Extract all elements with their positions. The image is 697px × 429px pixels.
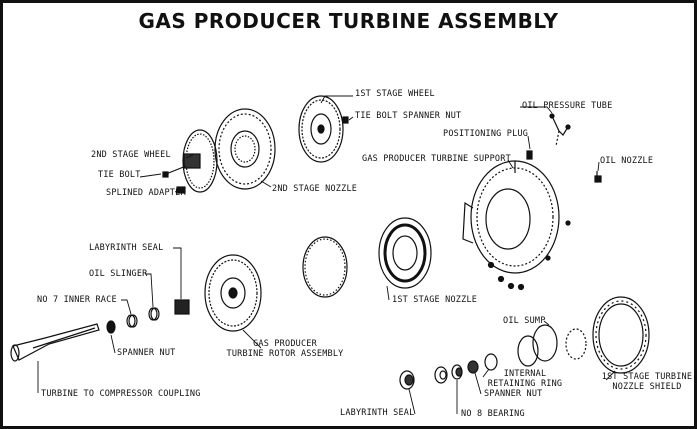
label-nozzle-shield: 1ST STAGE TURBINE NOZZLE SHIELD xyxy=(601,372,693,392)
spanner-nut-left-part xyxy=(106,320,116,334)
splined-adapter-part xyxy=(176,186,186,194)
label-first-stage-wheel: 1ST STAGE WHEEL xyxy=(355,89,435,99)
oil-sump-part xyxy=(517,324,587,367)
label-oil-nozzle: OIL NOZZLE xyxy=(600,156,654,166)
label-oil-pressure-tube: OIL PRESSURE TUBE xyxy=(522,101,613,111)
label-second-stage-wheel: 2ND STAGE WHEEL xyxy=(91,150,171,160)
label-positioning-plug: POSITIONING PLUG xyxy=(443,129,529,139)
second-stage-nozzle-part xyxy=(214,108,276,190)
label-turbine-rotor-line1: GAS PRODUCER xyxy=(253,339,317,349)
label-spanner-nut-right: SPANNER NUT xyxy=(484,389,543,399)
label-turbine-support: GAS PRODUCER TURBINE SUPPORT xyxy=(362,154,511,164)
spanner-nut-right-part xyxy=(467,360,479,374)
first-stage-wheel-part xyxy=(298,95,344,163)
oil-nozzle-part xyxy=(594,171,602,183)
label-first-stage-nozzle: 1ST STAGE NOZZLE xyxy=(392,295,478,305)
label-no8-bearing: NO 8 BEARING xyxy=(461,409,525,419)
label-nozzle-shield-line1: 1ST STAGE TURBINE xyxy=(601,372,693,382)
label-coupling: TURBINE TO COMPRESSOR COUPLING xyxy=(41,389,201,399)
label-internal-retaining-ring: INTERNAL RETAINING RING xyxy=(481,369,569,389)
label-spanner-nut-left: SPANNER NUT xyxy=(117,348,176,358)
first-stage-nozzle-part xyxy=(378,217,432,289)
label-oil-sump: OIL SUMP xyxy=(503,316,546,326)
nozzle-shield-part xyxy=(592,296,650,374)
label-turbine-rotor: GAS PRODUCER TURBINE ROTOR ASSEMBLY xyxy=(215,339,355,359)
second-stage-wheel-part xyxy=(182,129,218,193)
bottom-race-part xyxy=(434,366,448,384)
label-internal-retaining-ring-line2: RETAINING RING xyxy=(487,379,563,389)
labyrinth-seal-top-part xyxy=(174,299,190,315)
label-internal-retaining-ring-line1: INTERNAL xyxy=(503,369,547,379)
exploded-view-drawing xyxy=(10,95,650,415)
seal-ring-part xyxy=(302,236,348,298)
label-turbine-rotor-line2: TURBINE ROTOR ASSEMBLY xyxy=(226,349,344,359)
label-no7-inner-race: NO 7 INNER RACE xyxy=(37,295,117,305)
label-splined-adapter: SPLINED ADAPTER xyxy=(106,188,186,198)
no8-bearing-part xyxy=(451,364,463,380)
label-labyrinth-seal-top: LABYRINTH SEAL xyxy=(89,243,164,253)
oil-pressure-tube-part xyxy=(549,113,571,147)
positioning-plug-part xyxy=(526,150,533,160)
oil-slinger-part xyxy=(148,307,160,321)
turbine-rotor-part xyxy=(204,254,262,332)
no7-inner-race-part xyxy=(126,314,138,328)
labyrinth-seal-bottom-part xyxy=(399,370,415,390)
label-labyrinth-seal-bottom: LABYRINTH SEAL xyxy=(340,408,415,418)
leader-lines xyxy=(37,95,616,415)
label-oil-slinger: OIL SLINGER xyxy=(89,269,148,279)
label-tie-bolt: TIE BOLT xyxy=(98,170,141,180)
coupling-part xyxy=(10,323,100,362)
turbine-support-part xyxy=(462,160,571,291)
tie-bolt-part xyxy=(162,165,187,178)
internal-retaining-ring-part xyxy=(484,353,498,371)
diagram-title: GAS PRODUCER TURBINE ASSEMBLY xyxy=(138,9,559,33)
label-nozzle-shield-line2: NOZZLE SHIELD xyxy=(612,382,682,392)
tie-bolt-spanner-nut-part xyxy=(342,116,349,124)
label-tie-bolt-spanner-nut: TIE BOLT SPANNER NUT xyxy=(355,111,462,121)
label-second-stage-nozzle: 2ND STAGE NOZZLE xyxy=(272,184,358,194)
